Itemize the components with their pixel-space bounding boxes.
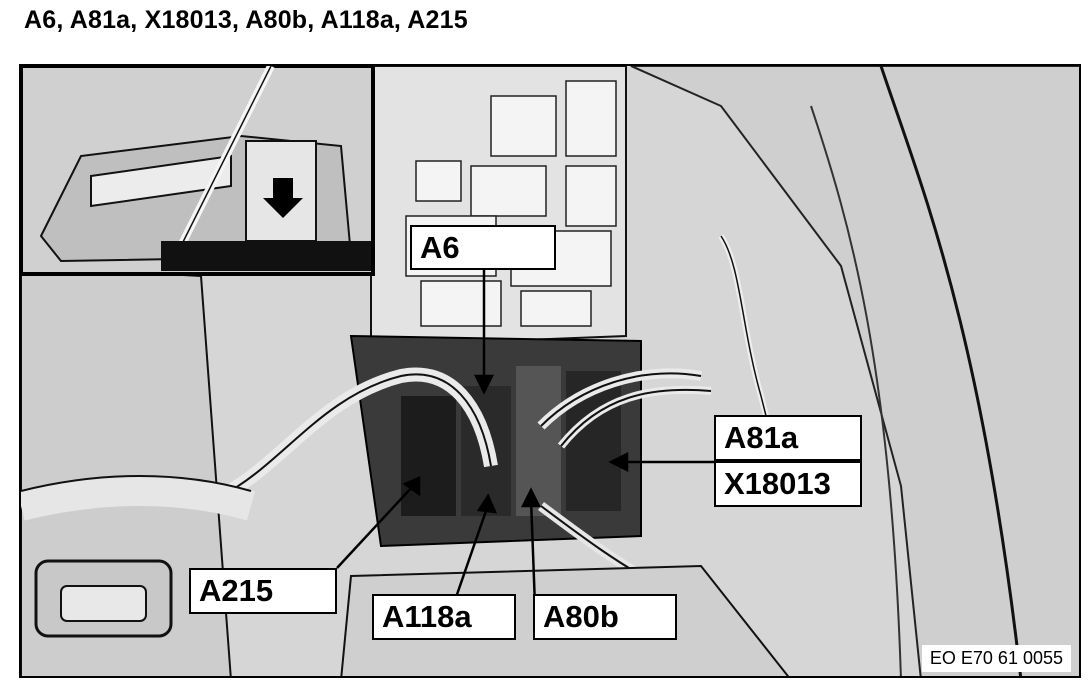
label-a215: A215 [189, 568, 337, 614]
label-a118a: A118a [372, 594, 516, 640]
diagram-frame: A6 A81a X18013 A215 A118a A80b EO E70 61… [19, 64, 1081, 678]
reference-code: EO E70 61 0055 [921, 645, 1071, 672]
label-x18013: X18013 [714, 461, 862, 507]
label-a6: A6 [410, 225, 556, 270]
label-a80b: A80b [533, 594, 677, 640]
diagram-title: A6, A81a, X18013, A80b, A118a, A215 [24, 6, 468, 34]
label-a81a: A81a [714, 415, 862, 461]
illustration [21, 66, 1079, 676]
